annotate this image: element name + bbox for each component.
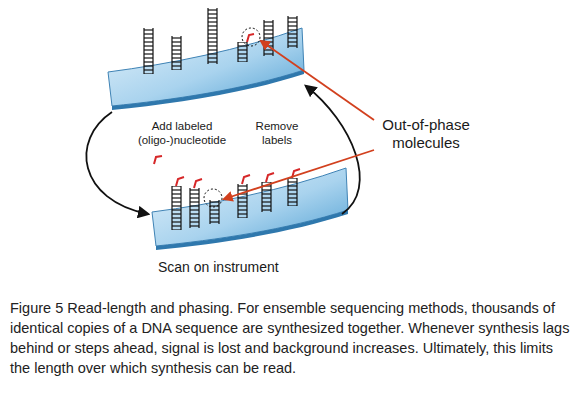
leader-line-bottom <box>224 150 374 199</box>
red-labels-bottom <box>176 169 300 188</box>
top-slide <box>108 28 304 110</box>
figure-label: Scan on instrument <box>158 259 318 276</box>
figure-label: Remove labels <box>249 119 305 147</box>
dna-ladders-top <box>144 8 297 74</box>
out-of-phase-mark-top <box>242 28 260 46</box>
dna-ladders-bottom <box>172 178 297 230</box>
cycle-arrow-add <box>86 112 148 214</box>
labeled-nucleotide <box>154 156 162 164</box>
out-of-phase-mark-bottom <box>204 189 222 207</box>
leader-line-top <box>261 41 374 120</box>
figure-caption: Figure 5 Read-length and phasing. For en… <box>10 298 572 378</box>
bottom-slide <box>152 168 348 250</box>
figure-label: Out-of-phase molecules <box>368 116 484 152</box>
figure-label: Add labeled (oligo-)nucleotide <box>126 119 238 147</box>
